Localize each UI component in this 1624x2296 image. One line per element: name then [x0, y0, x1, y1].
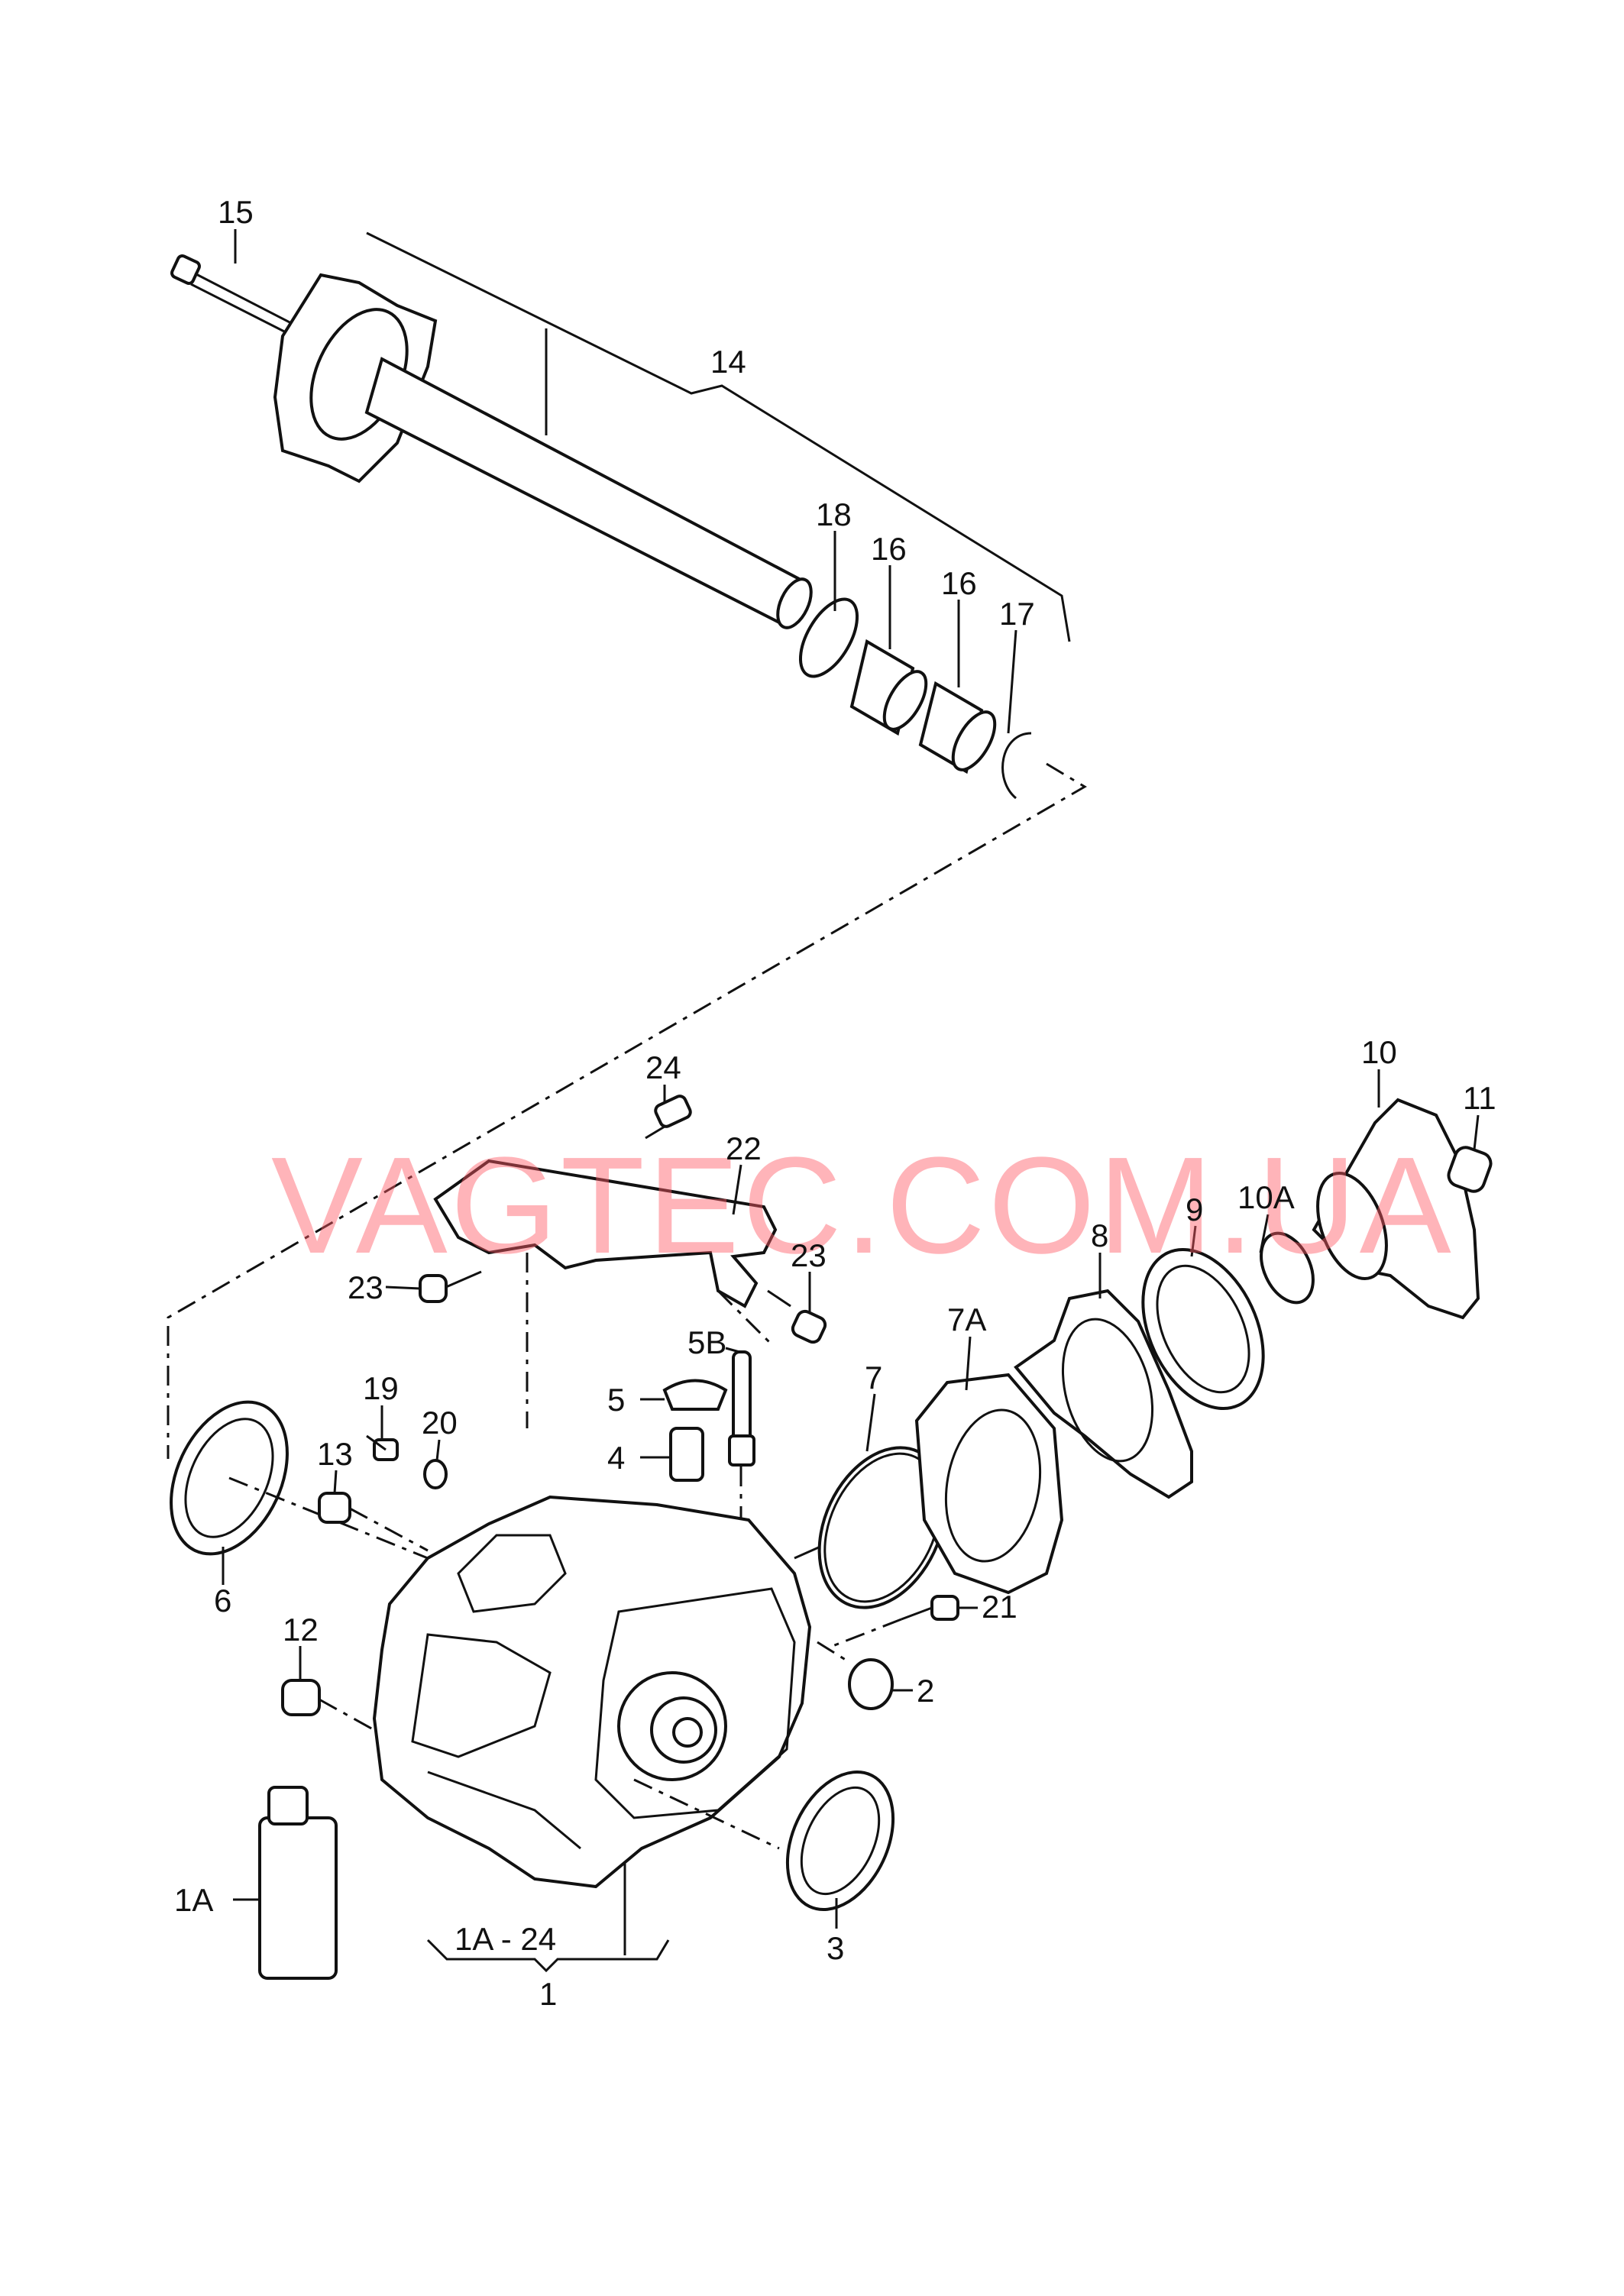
callout-21: 21 — [982, 1589, 1017, 1625]
callout-5b: 5B — [687, 1324, 726, 1360]
callout-1: 1 — [539, 1976, 557, 2012]
bracket-22 — [433, 1159, 778, 1428]
needle-bearing-16b — [918, 681, 997, 774]
callout-23b: 23 — [791, 1237, 827, 1273]
callout-7: 7 — [865, 1360, 882, 1395]
bolt-21 — [832, 1595, 959, 1648]
bolt-19 — [366, 1434, 399, 1461]
ring-18 — [798, 597, 859, 678]
ring-10A — [1260, 1231, 1315, 1305]
callout-18: 18 — [816, 496, 852, 532]
bolt-15 — [170, 254, 295, 336]
oil-bottle-1A — [258, 1786, 338, 1980]
callout-12: 12 — [283, 1612, 319, 1648]
callout-22: 22 — [726, 1130, 762, 1166]
plug-12 — [281, 1679, 375, 1732]
callout-14: 14 — [710, 344, 746, 380]
seal-3 — [785, 1771, 895, 1911]
cap-2 — [848, 1658, 894, 1710]
drive-shaft-assembly — [170, 231, 1071, 800]
gearbox-housing — [372, 1495, 849, 1889]
callout-19: 19 — [363, 1370, 399, 1406]
callout-10: 10 — [1361, 1034, 1397, 1070]
group-bracket-1 — [426, 1939, 670, 1973]
assembly-line-shaft — [167, 762, 1087, 1459]
circlip-17 — [1001, 732, 1032, 800]
callout-3: 3 — [827, 1930, 844, 1966]
callout-labels: 15 14 18 16 16 17 24 22 23 23 10 11 10A … — [174, 194, 1496, 2012]
gasket-7A — [914, 1373, 1064, 1595]
shaft-body — [364, 357, 813, 629]
bolt-24 — [645, 1095, 692, 1140]
seal-9 — [1141, 1248, 1265, 1410]
sleeve-4 — [669, 1427, 704, 1482]
bolt-23-left — [419, 1270, 482, 1303]
callout-8: 8 — [1091, 1218, 1108, 1253]
breather-5B — [728, 1350, 755, 1520]
callout-7a: 7A — [947, 1302, 986, 1337]
callout-17: 17 — [999, 596, 1035, 632]
plug-13 — [318, 1492, 429, 1552]
cover-8 — [1014, 1289, 1193, 1499]
leader-lines — [222, 229, 1480, 1955]
callout-2: 2 — [917, 1673, 934, 1709]
washer-20 — [423, 1459, 448, 1489]
needle-bearing-16a — [849, 639, 928, 736]
callout-16a: 16 — [871, 531, 907, 567]
callout-20: 20 — [422, 1405, 458, 1441]
callout-15: 15 — [218, 194, 254, 230]
callout-23a: 23 — [348, 1269, 383, 1305]
watermark-text: VAGTEC.COM.UA — [271, 1129, 1454, 1282]
flange-10 — [1312, 1098, 1480, 1320]
o-ring-7 — [817, 1446, 947, 1609]
callout-4: 4 — [607, 1440, 625, 1476]
nut-11 — [1447, 1146, 1493, 1193]
callout-9: 9 — [1186, 1192, 1203, 1227]
callout-16b: 16 — [941, 565, 977, 601]
callout-1a-24: 1A - 24 — [455, 1921, 556, 1957]
callout-13: 13 — [317, 1436, 353, 1472]
callout-1a: 1A — [174, 1882, 213, 1918]
bolt-23-right — [767, 1289, 827, 1344]
seal-6 — [170, 1400, 429, 1560]
callout-5: 5 — [607, 1382, 625, 1418]
callout-24: 24 — [645, 1049, 681, 1085]
cap-5 — [662, 1379, 728, 1411]
callout-10a: 10A — [1237, 1179, 1295, 1215]
callout-6: 6 — [214, 1583, 231, 1619]
callout-11: 11 — [1463, 1080, 1496, 1116]
